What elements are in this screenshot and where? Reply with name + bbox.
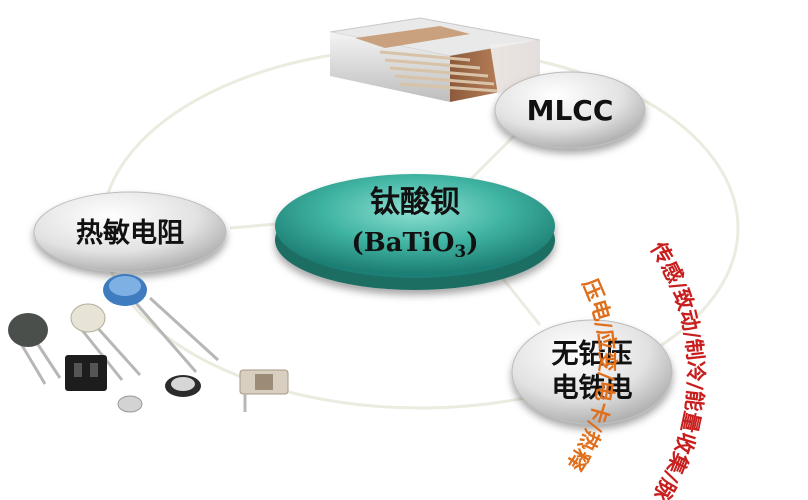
connector-spoke [498, 274, 542, 326]
leadfree-label-line2: 电铁电 [552, 373, 633, 404]
connector-spoke [468, 128, 522, 182]
leadfree-node [511, 319, 673, 425]
center-title: 钛酸钡 [370, 185, 460, 220]
mlcc-label: MLCC [527, 94, 614, 127]
leadfree-label-line1: 无铅压 [552, 339, 633, 370]
center-formula-subscript: 3 [454, 242, 466, 262]
mlcc-capacitor-image [329, 17, 541, 102]
thermistor-label: 热敏电阻 [76, 218, 184, 249]
mlcc-node [494, 71, 646, 149]
center-node [275, 174, 555, 290]
center-formula-main: (BaTiO [351, 228, 454, 258]
thermistor-components-image [8, 274, 289, 413]
center-formula-end: ) [466, 228, 478, 258]
center-formula: (BaTiO3) [351, 228, 478, 262]
thermistor-node [33, 191, 227, 273]
